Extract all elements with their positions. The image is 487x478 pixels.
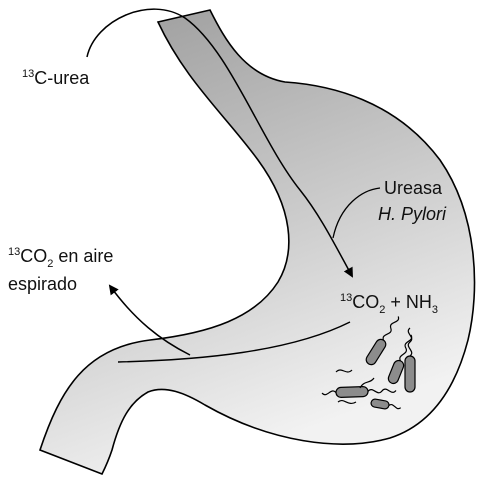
enzyme-organism-label: H. Pylori <box>378 204 447 224</box>
urea-label: 13C-urea <box>22 68 90 88</box>
enzyme-label: Ureasa <box>384 178 443 198</box>
stomach-shape <box>40 10 475 474</box>
exhaled-co2-label: 13CO2 en aire <box>8 246 113 270</box>
exhaled-co2-label-line2: espirado <box>8 274 77 294</box>
